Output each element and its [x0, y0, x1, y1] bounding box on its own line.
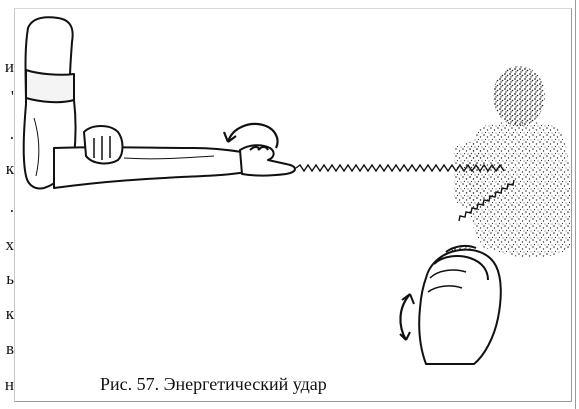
energy-strike-illustration — [14, 8, 570, 368]
fist-drawing — [419, 246, 501, 364]
margin-letter: х — [6, 236, 15, 253]
margin-letter: н — [5, 376, 14, 393]
margin-letter: в — [6, 340, 14, 357]
margin-letter: и — [5, 58, 14, 75]
target-figure — [454, 66, 570, 258]
margin-letter: к — [6, 160, 14, 177]
left-margin-text: и ' . к . х ь к в н — [0, 0, 14, 409]
margin-letter: к — [6, 305, 14, 322]
figure-caption: Рис. 57. Энергетический удар — [100, 374, 500, 395]
margin-letter: ь — [6, 270, 14, 287]
arm-drawing — [24, 17, 295, 188]
page-edge-rule — [575, 0, 576, 409]
